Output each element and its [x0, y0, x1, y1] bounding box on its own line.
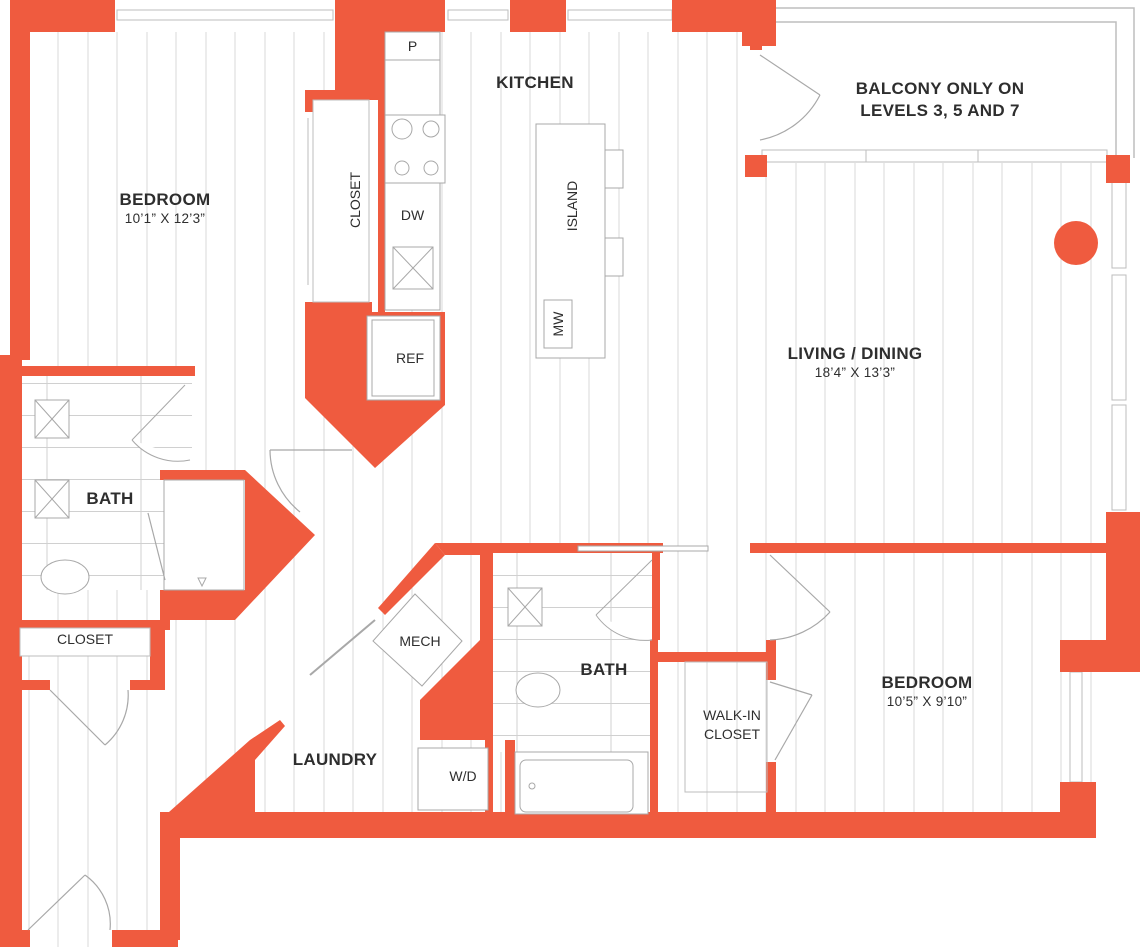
bath-2-label: BATH: [580, 660, 628, 679]
mech-label: MECH: [399, 633, 441, 649]
bedroom-1-dims: 10’1” X 12’3”: [124, 211, 206, 226]
bath-1-fixtures: [34, 384, 245, 595]
refrigerator-label: REF: [396, 350, 424, 366]
windows-top: [116, 9, 1127, 783]
island-label: ISLAND: [564, 180, 580, 232]
washer-dryer-label: W/D: [449, 768, 477, 784]
sliding-door: [577, 545, 709, 552]
walkin-closet-label: WALK-IN CLOSET: [703, 707, 761, 742]
mech-unit: [372, 593, 463, 687]
bedroom-2-dims: 10’5” X 9’10”: [886, 694, 968, 709]
balcony-label: BALCONY ONLY ON LEVELS 3, 5 AND 7: [855, 79, 1025, 120]
laundry-label: LAUNDRY: [292, 750, 378, 769]
closet-2-label: CLOSET: [56, 631, 113, 647]
living-dining-label: LIVING / DINING 18’4” X 13’3”: [760, 344, 950, 380]
closet-shelf: [19, 627, 151, 657]
unit-location-marker: [1054, 221, 1098, 265]
living-dining-dims: 18’4” X 13’3”: [814, 365, 896, 380]
dishwasher-label: DW: [400, 207, 425, 223]
closet-1-label: CLOSET: [347, 172, 363, 229]
microwave-label: MW: [550, 311, 566, 337]
kitchen-label: KITCHEN: [496, 73, 574, 92]
doors: [27, 54, 831, 931]
bath-1-label: BATH: [86, 489, 134, 508]
bedroom-2-label: BEDROOM 10’5” X 9’10”: [862, 673, 992, 709]
bath-2-tiles: [492, 552, 655, 752]
kitchen-counters: [366, 31, 624, 401]
bedroom-1-label: BEDROOM 10’1” X 12’3”: [100, 190, 230, 226]
walkin-shelf: [684, 661, 768, 793]
pantry-label: P: [407, 38, 418, 54]
bedroom-closet: [307, 99, 370, 303]
bath-2-fixtures: [417, 559, 653, 815]
balcony-area: [752, 7, 1135, 163]
